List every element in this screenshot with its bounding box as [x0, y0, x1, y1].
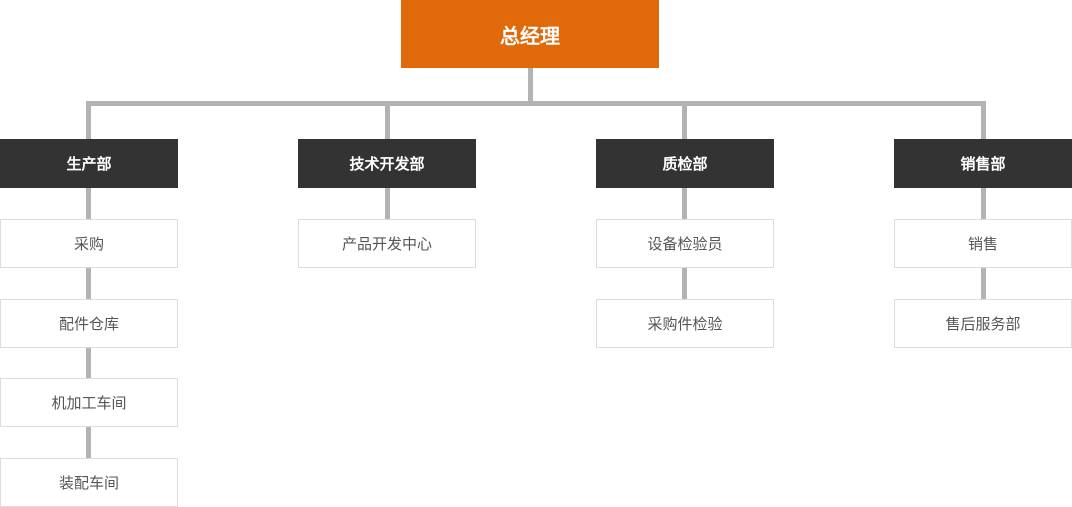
connector-drop-col4 [981, 106, 986, 139]
org-node-purchasing[interactable]: 采购 [0, 219, 178, 268]
connector-level1-hbar [86, 101, 986, 106]
org-node-sales[interactable]: 销售 [894, 219, 1072, 268]
org-node-equipment-inspector[interactable]: 设备检验员 [596, 219, 774, 268]
org-node-after-sales-service[interactable]: 售后服务部 [894, 299, 1072, 348]
org-node-quality-inspection-dept[interactable]: 质检部 [596, 139, 774, 188]
connector-col3-stub-1 [682, 188, 687, 219]
org-node-production-dept[interactable]: 生产部 [0, 139, 178, 188]
connector-col2-stub-1 [385, 188, 390, 219]
connector-col1-stub-2 [86, 268, 91, 299]
org-node-tech-development-dept[interactable]: 技术开发部 [298, 139, 476, 188]
org-node-purchased-parts-inspection[interactable]: 采购件检验 [596, 299, 774, 348]
org-node-general-manager[interactable]: 总经理 [401, 0, 659, 68]
connector-col4-stub-1 [981, 188, 986, 219]
connector-col3-stub-2 [682, 268, 687, 299]
connector-col1-stub-1 [86, 188, 91, 219]
org-node-assembly-workshop[interactable]: 装配车间 [0, 458, 178, 507]
connector-col1-stub-4 [86, 427, 91, 458]
connector-col4-stub-2 [981, 268, 986, 299]
org-node-parts-warehouse[interactable]: 配件仓库 [0, 299, 178, 348]
connector-col1-stub-3 [86, 348, 91, 378]
connector-drop-col2 [385, 106, 390, 139]
org-node-sales-dept[interactable]: 销售部 [894, 139, 1072, 188]
connector-drop-col1 [86, 106, 91, 139]
org-node-product-dev-center[interactable]: 产品开发中心 [298, 219, 476, 268]
connector-drop-col3 [682, 106, 687, 139]
connector-root-drop [528, 68, 533, 101]
org-node-machining-workshop[interactable]: 机加工车间 [0, 378, 178, 427]
